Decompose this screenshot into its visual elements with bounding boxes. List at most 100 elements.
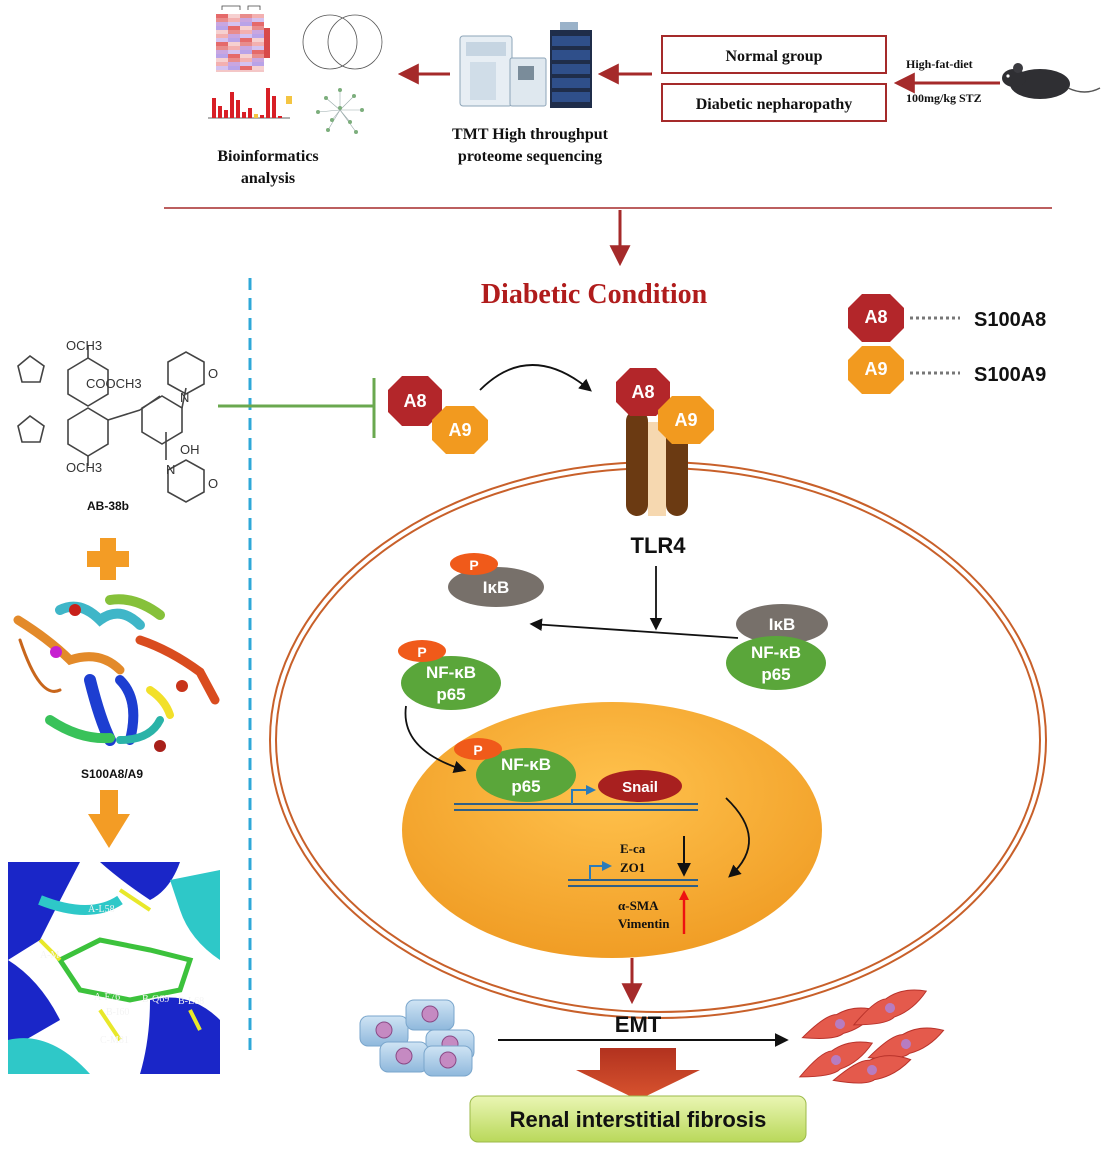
legend-a9-badge-text: A9 [864,359,887,379]
arrow-snail-regulation [725,797,750,878]
released-ikb-text: IκB [483,578,509,597]
bound-a8-badge [616,368,670,416]
heatmap-cell [240,18,252,22]
heatmap-cell [252,18,264,22]
epithelial-nucleus [439,1051,457,1069]
compound-group-n-top: N [180,390,189,405]
mesenchymal-nucleus [835,1019,845,1029]
snail-factor [598,770,682,802]
heatmap-cell [216,38,228,42]
bar-chart-thumbnail [208,88,292,119]
heatmap-cell [216,62,228,66]
thumbnail-bar [224,110,228,118]
complex-nfkb [726,636,826,690]
arrow-binding [479,364,592,392]
heatmap-cell [216,34,228,38]
tmt-label-line1: TMT High throughput [452,126,609,143]
heatmap-cell [216,54,228,58]
compound-group-o-top: O [208,366,218,381]
free-a8-badge [388,376,442,426]
network-node [330,118,334,122]
thumbnail-bar [242,112,246,118]
diabetic-group-box [661,83,887,122]
mesenchymal-cell [798,1041,874,1078]
down-genes-line1: E-ca [620,841,646,856]
heatmap-thumbnail [216,5,270,72]
network-node [338,106,342,110]
legend-a9-badge [848,346,904,394]
up-genes-line1: α-SMA [618,898,659,913]
compound-group-oh: OH [180,442,200,457]
network-node [354,130,358,134]
mesenchymal-cell [852,989,928,1026]
protein-ribbon [13,594,220,752]
heatmap-cell [252,58,264,62]
heatmap-cell [216,50,228,54]
heatmap-cell [216,46,228,50]
network-edge [339,109,357,133]
free-a9-text: A9 [448,420,471,440]
heatmap-cell [252,22,264,26]
phospho-nuclear-nfkb-text: P [473,742,482,758]
heatmap-cell [228,54,240,58]
normal-group-box [661,35,887,74]
heatmap-cell [228,26,240,30]
up-genes-line2: Vimentin [618,916,670,931]
thumbnail-bar [212,98,216,118]
thumbnail-bar [236,100,240,118]
heatmap-cell [252,14,264,18]
up-regulation-arrowhead [679,890,689,900]
heatmap-cell [228,42,240,46]
heatmap-cell [240,54,252,58]
mesenchymal-nucleus [831,1055,841,1065]
phospho-ikb-text: P [469,557,478,573]
heatmap-cell [228,22,240,26]
outcome-label: Renal interstitial fibrosis [510,1107,767,1132]
heatmap-cell [252,54,264,58]
legend-a8-badge-text: A8 [864,307,887,327]
heatmap-cell [228,46,240,50]
heatmap-cell [252,42,264,46]
thumbnail-bar [272,96,276,118]
mesenchymal-nucleus [867,1065,877,1075]
heatmap-cell [240,62,252,66]
thumbnail-bar [218,106,222,118]
plus-icon [87,538,129,580]
mouse-icon [1002,63,1101,99]
heatmap-cell [240,50,252,54]
heatmap-cell [228,62,240,66]
heatmap-cell [228,34,240,38]
heatmap-cell [216,22,228,26]
residue-a-f76: A-F76 [94,992,120,1003]
protein-name: S100A8/A9 [81,767,143,781]
tlr4-label: TLR4 [631,533,687,558]
heatmap-cell [240,14,252,18]
complex-nfkb-line1: NF-κB [751,643,801,662]
residue-a-l58: A-L58 [88,904,115,915]
heatmap-cell [216,66,228,70]
stz-label: 100mg/kg STZ [906,91,982,105]
promoter-arrow-lower [589,861,612,880]
complex-nfkb-line2: p65 [761,665,790,684]
legend-a9-name: S100A9 [974,364,1046,386]
epithelial-nucleus [421,1005,439,1023]
compound-group-och3-bottom: OCH3 [66,460,102,475]
venn-thumbnail [302,14,383,70]
free-a9-badge [432,406,488,454]
cyto-nfkb [401,656,501,710]
heatmap-cell [240,26,252,30]
heatmap-cell [228,50,240,54]
thumbnail-bar [260,115,264,118]
down-arrow-orange [88,790,130,848]
cyto-nfkb-line1: NF-κB [426,663,476,682]
mesenchymal-cell [832,1055,912,1084]
bioinformatics-label-line1: Bioinformatics [217,148,318,165]
phospho-cyto-nfkb-text: P [417,644,426,660]
legend-a8-name: S100A8 [974,309,1046,331]
outcome-box [469,1095,807,1143]
residue-b-l68: B-L68 [178,996,204,1007]
heatmap-cell [228,14,240,18]
bound-a9-badge [658,396,714,444]
mesenchymal-nucleus [901,1039,911,1049]
heatmap-cell [228,30,240,34]
